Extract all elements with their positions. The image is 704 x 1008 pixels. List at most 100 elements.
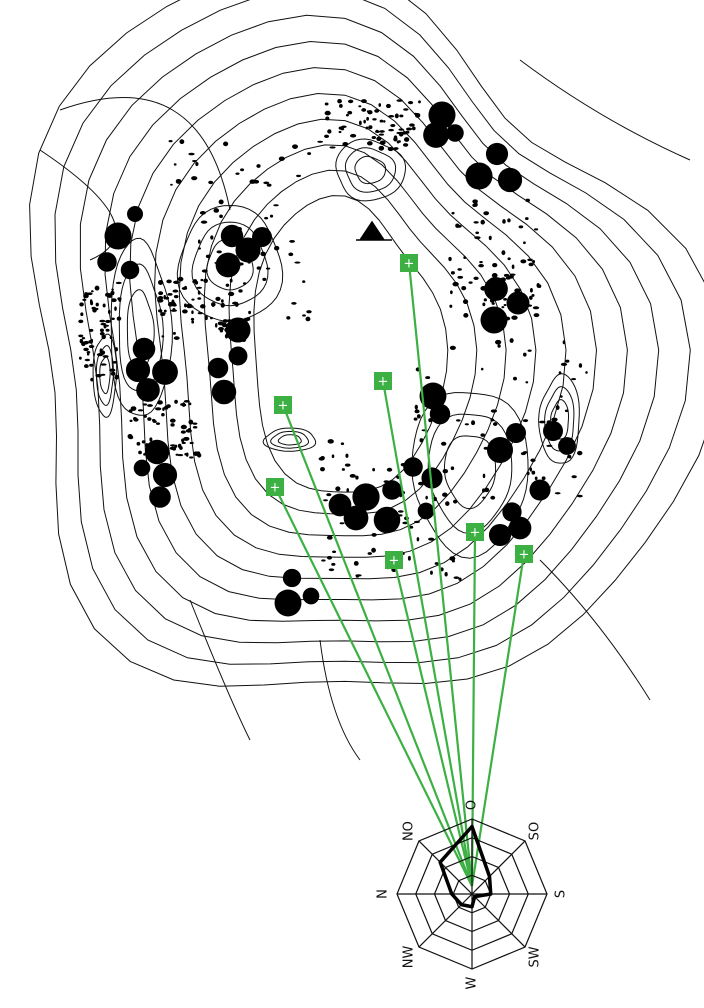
feature-dot (560, 362, 568, 366)
feature-dot (522, 419, 529, 423)
feature-dot (450, 466, 455, 471)
contour-line (253, 195, 449, 493)
survey-marker[interactable]: + (515, 545, 533, 563)
feature-dot (543, 421, 563, 441)
feature-dot (335, 486, 341, 492)
feature-dot (263, 181, 270, 185)
feature-dot (157, 400, 163, 405)
feature-dot (197, 239, 201, 244)
feature-dot (232, 301, 239, 305)
feature-dot (505, 276, 511, 280)
survey-marker[interactable]: + (266, 478, 284, 496)
feature-dot (490, 409, 498, 413)
feature-dot (79, 302, 84, 307)
feature-dot (506, 291, 530, 315)
plus-icon: + (389, 554, 400, 569)
feature-dot (372, 118, 377, 121)
feature-dot (485, 142, 509, 166)
feature-dot (387, 147, 394, 152)
feature-dot (529, 479, 551, 501)
feature-dot (576, 494, 583, 498)
feature-dot (320, 466, 325, 472)
feature-dot (278, 156, 285, 161)
feature-dot (165, 296, 170, 300)
feature-dot (513, 376, 517, 381)
feature-dot (151, 418, 156, 422)
feature-dot (236, 327, 243, 332)
feature-dot (577, 450, 583, 456)
feature-dot (111, 298, 117, 303)
feature-dot (211, 379, 237, 405)
feature-dot (473, 202, 478, 207)
feature-dot (495, 339, 502, 345)
feature-dot (125, 357, 151, 383)
survey-marker[interactable]: + (385, 551, 403, 569)
feature-dot (203, 278, 208, 284)
feature-dot (155, 422, 161, 425)
feature-dot (527, 258, 533, 262)
feature-dot (102, 303, 106, 308)
feature-dot (78, 319, 84, 324)
feature-dot (417, 469, 421, 475)
feature-dot (525, 381, 529, 384)
feature-dot (569, 437, 573, 442)
feature-dot (507, 218, 511, 223)
feature-dot (130, 406, 137, 411)
feature-dot (107, 309, 111, 315)
feature-dot (338, 130, 342, 134)
survey-marker[interactable]: + (274, 396, 292, 414)
feature-dot (490, 495, 496, 500)
feature-dot (78, 356, 82, 360)
feature-dot (529, 287, 533, 293)
feature-dot (89, 363, 94, 367)
feature-dot (355, 475, 359, 480)
feature-dot (136, 441, 141, 446)
contour-line (79, 14, 660, 644)
contour-line (228, 169, 478, 515)
feature-dot (457, 275, 464, 279)
feature-dot (480, 367, 484, 371)
feature-dot (358, 120, 362, 126)
survey-marker[interactable]: + (400, 254, 418, 272)
survey-marker[interactable]: + (374, 372, 392, 390)
feature-dot (371, 547, 376, 553)
feature-dot (86, 292, 93, 296)
feature-dot (423, 478, 431, 482)
feature-dot (428, 418, 433, 423)
feature-dot (95, 302, 99, 307)
feature-dot (379, 130, 385, 133)
feature-dot (453, 499, 458, 504)
feature-dot (471, 420, 476, 426)
markers: + + + + + + + (266, 254, 533, 569)
feature-dot (230, 329, 236, 334)
feature-dot (225, 283, 230, 287)
feature-dot (143, 414, 147, 418)
feature-dot (500, 277, 506, 282)
feature-dot (157, 298, 164, 303)
feature-dot (523, 241, 526, 245)
feature-dot (407, 101, 414, 105)
feature-dot (188, 419, 194, 425)
feature-dot (162, 454, 169, 460)
feature-dot (373, 506, 401, 534)
feature-dot (197, 311, 203, 315)
feature-dot (523, 352, 527, 357)
feature-dot (480, 306, 508, 334)
feature-dot (226, 319, 232, 322)
feature-dot (405, 127, 413, 131)
feature-dot (327, 129, 332, 134)
contour-line (39, 149, 117, 261)
feature-dot (440, 441, 447, 446)
contour-line (519, 59, 691, 161)
feature-dot (413, 417, 418, 421)
feature-dot (503, 298, 508, 301)
feature-dot (207, 357, 229, 379)
feature-dot (243, 317, 249, 323)
feature-dot (240, 320, 246, 325)
feature-dot (374, 109, 380, 113)
feature-dot (448, 256, 452, 262)
survey-marker[interactable]: + (466, 523, 484, 541)
feature-dot (367, 110, 373, 115)
feature-dot (180, 430, 186, 434)
feature-dot (302, 587, 320, 605)
